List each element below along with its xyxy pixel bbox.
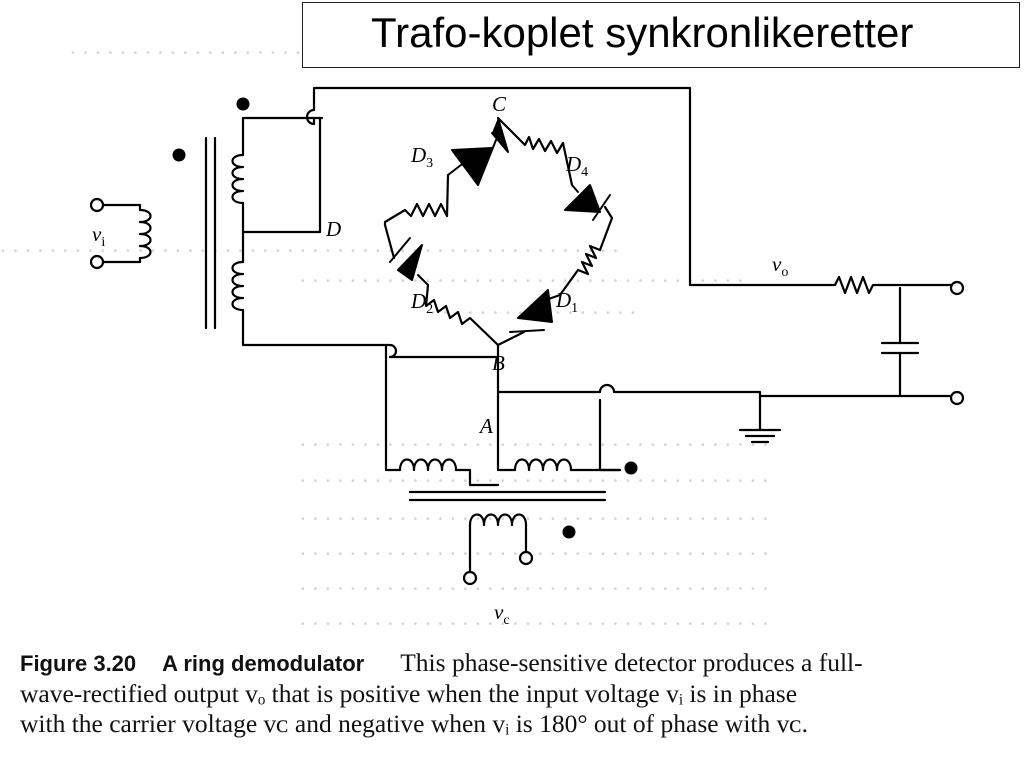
wire-bottom-secondary bbox=[241, 308, 500, 359]
vo-terminal-bottom bbox=[949, 390, 965, 406]
caption-line-1: Figure 3.20 A ring demodulator This phase-… bbox=[20, 648, 1024, 679]
carrier-coil-right bbox=[513, 458, 573, 472]
vc-terminal-right bbox=[518, 550, 534, 566]
node-c-label: C bbox=[492, 92, 507, 116]
d1-label: D1 bbox=[556, 288, 579, 317]
node-a-label: A bbox=[480, 414, 493, 438]
output-filter bbox=[753, 275, 965, 406]
resistor-d1 bbox=[558, 216, 614, 297]
secondary-coil-lower bbox=[231, 260, 245, 312]
wire-top-outer bbox=[241, 116, 324, 157]
diode-d1 bbox=[509, 289, 561, 333]
secondary-coil-upper bbox=[231, 153, 245, 205]
ground-symbol bbox=[738, 423, 782, 444]
wire-b-to-a bbox=[496, 343, 762, 427]
figure-caption: Figure 3.20 A ring demodulator This phase-… bbox=[20, 648, 1024, 739]
wire-top-line bbox=[305, 86, 757, 287]
wire-center-tap-d bbox=[241, 116, 322, 234]
input-polarity-dot-left bbox=[172, 148, 186, 162]
vo-terminal-top bbox=[949, 280, 965, 296]
diode-d2 bbox=[389, 237, 429, 286]
wire-a-down bbox=[496, 390, 517, 472]
vo-label: vo bbox=[772, 252, 789, 281]
diode-ring bbox=[383, 116, 614, 347]
diode-d3 bbox=[447, 117, 509, 186]
resistor-d4 bbox=[496, 116, 574, 187]
vi-primary-coil bbox=[138, 208, 152, 260]
node-d-label: D bbox=[326, 217, 342, 241]
vi-terminal-top bbox=[89, 197, 105, 213]
carrier-polarity-dot-bottom bbox=[562, 525, 576, 539]
d4-label: D4 bbox=[566, 152, 589, 181]
d2-label: D2 bbox=[411, 289, 434, 318]
input-polarity-dot-top bbox=[236, 97, 250, 111]
wire-d2-left bbox=[383, 223, 396, 260]
figure-title: A ring demodulator bbox=[162, 651, 365, 676]
vi-label: vi bbox=[92, 222, 106, 251]
vc-primary-coil bbox=[468, 513, 528, 527]
resistor-d3 bbox=[383, 173, 450, 227]
d3-label: D3 bbox=[411, 143, 434, 172]
caption-text-1: This phase-sensitive detector produces a… bbox=[400, 648, 863, 677]
vc-label: vc bbox=[494, 600, 510, 629]
caption-line-3: with the carrier voltage vᴄ and negative… bbox=[20, 709, 808, 738]
wire-d1-to-b bbox=[496, 330, 526, 347]
diode-d4 bbox=[564, 184, 611, 221]
carrier-transformer bbox=[398, 458, 638, 586]
vi-primary-lead-top bbox=[98, 203, 142, 212]
vi-primary-lead-bottom bbox=[98, 256, 142, 264]
vi-terminal-bottom bbox=[89, 254, 105, 270]
wire-right-carrier bbox=[598, 394, 957, 472]
node-b-label: B bbox=[492, 351, 505, 375]
vc-terminal-left bbox=[462, 570, 478, 586]
carrier-center-link bbox=[454, 468, 500, 487]
caption-line-2: wave-rectified output vₒ that is positiv… bbox=[20, 679, 798, 708]
wire-d4-right bbox=[603, 205, 614, 220]
wire-left-down bbox=[384, 343, 402, 472]
slide-title: Trafo-koplet synkronlikeretter bbox=[371, 9, 914, 56]
output-resistor bbox=[753, 275, 957, 295]
resistor-d2 bbox=[424, 283, 500, 347]
carrier-coil-left bbox=[398, 458, 458, 472]
vc-leads bbox=[468, 523, 528, 574]
circuit-wiring bbox=[241, 86, 957, 472]
carrier-polarity-dot-top bbox=[624, 461, 638, 475]
ring-demodulator-schematic bbox=[89, 86, 965, 586]
input-transformer bbox=[89, 97, 250, 330]
figure-number: Figure 3.20 bbox=[20, 651, 137, 676]
title-box: Trafo-koplet synkronlikeretter bbox=[302, 2, 1020, 68]
